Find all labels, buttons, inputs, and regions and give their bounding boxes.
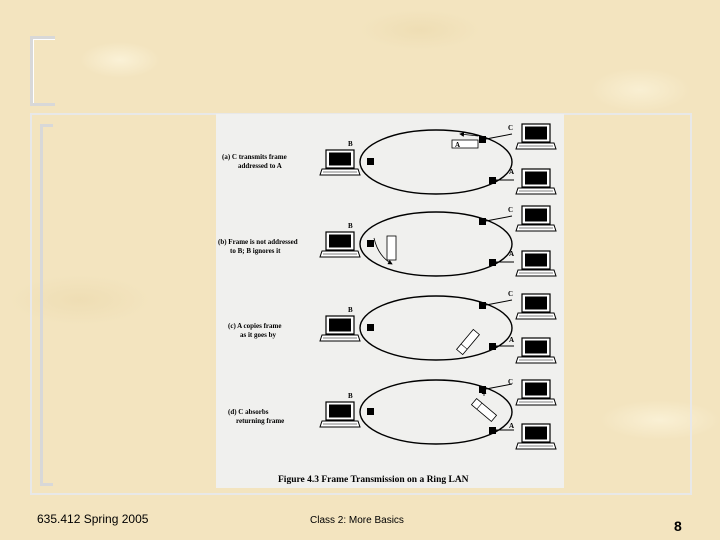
laptop-icon (515, 379, 557, 406)
laptop-icon (515, 168, 557, 195)
laptop-icon (319, 315, 361, 342)
frame-icon (451, 139, 479, 149)
svg-text:(d) C absorbs: (d) C absorbs (228, 408, 269, 416)
course-label: 635.412 Spring 2005 (37, 512, 149, 526)
repeater-icon (489, 427, 496, 434)
svg-text:(a) C transmits frame: (a) C transmits frame (222, 153, 287, 161)
decorative-bracket-left (40, 124, 53, 486)
svg-text:A: A (509, 336, 514, 344)
repeater-icon (479, 386, 486, 393)
ring-lan-figure: A B C A (a) C transmits frame addressed … (216, 114, 564, 488)
repeater-icon (367, 240, 374, 247)
svg-text:A: A (509, 168, 514, 176)
frame-icon (386, 235, 397, 261)
panel-b: B C A (b) Frame is not addressed to B; B… (218, 205, 557, 277)
laptop-icon (515, 337, 557, 364)
repeater-icon (489, 259, 496, 266)
svg-text:as it goes by: as it goes by (240, 331, 276, 339)
svg-text:(c) A copies frame: (c) A copies frame (228, 322, 281, 330)
laptop-icon (319, 401, 361, 428)
repeater-icon (479, 302, 486, 309)
figure-caption: Figure 4.3 Frame Transmission on a Ring … (278, 475, 469, 485)
repeater-icon (367, 158, 374, 165)
panel-c: B C A (c) A copies frame as it goes by (228, 290, 557, 364)
laptop-icon (515, 423, 557, 450)
decorative-bracket-top (30, 36, 55, 106)
svg-text:C: C (508, 378, 513, 386)
slide-title: Class 2: More Basics (310, 515, 404, 526)
svg-text:A: A (509, 250, 514, 258)
svg-text:C: C (508, 290, 513, 298)
laptop-icon (515, 250, 557, 277)
svg-text:B: B (348, 306, 353, 314)
frame-icon (470, 398, 498, 422)
svg-text:A: A (509, 422, 514, 430)
page-number: 8 (674, 518, 682, 534)
repeater-icon (367, 324, 374, 331)
svg-text:B: B (348, 222, 353, 230)
laptop-icon (319, 231, 361, 258)
repeater-icon (367, 408, 374, 415)
panel-a: A B C A (a) C transmits frame addressed … (222, 123, 557, 195)
svg-text:(b) Frame is not addressed: (b) Frame is not addressed (218, 238, 298, 246)
panel-d: B C A (d) C absorbs returning frame (228, 378, 557, 450)
svg-text:returning frame: returning frame (236, 417, 284, 425)
repeater-icon (489, 177, 496, 184)
laptop-icon (319, 149, 361, 176)
svg-text:C: C (508, 206, 513, 214)
repeater-icon (479, 218, 486, 225)
repeater-icon (489, 343, 496, 350)
svg-text:B: B (348, 140, 353, 148)
laptop-icon (515, 205, 557, 232)
laptop-icon (515, 293, 557, 320)
repeater-icon (479, 136, 486, 143)
svg-text:B: B (348, 392, 353, 400)
laptop-icon (515, 123, 557, 150)
frame-icon (456, 328, 480, 356)
svg-text:addressed to A: addressed to A (238, 162, 282, 170)
svg-text:C: C (508, 124, 513, 132)
svg-text:A: A (455, 141, 460, 149)
svg-text:to B; B ignores it: to B; B ignores it (230, 247, 281, 255)
